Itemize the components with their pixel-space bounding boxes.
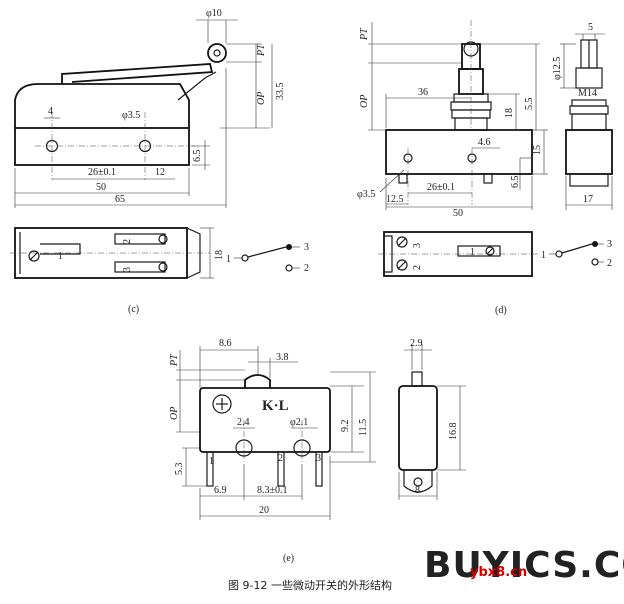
dim-d-m14: M14 [578,88,597,99]
dim-d-55: 5.5 [524,98,535,111]
lever-arm [61,63,214,84]
svg-text:3: 3 [316,453,321,464]
label-e: (e) [283,553,294,564]
svg-text:1: 1 [209,456,214,467]
switch-body-e [199,387,331,453]
dim-e-8: 8 [415,485,420,496]
dim-e-20: 20 [259,505,269,516]
dim-65: 65 [115,194,125,205]
dim-e-op: OP [169,407,180,420]
switch-cover [14,83,190,128]
dim-d-pt: PT [359,27,370,41]
label-d: (d) [495,305,507,316]
svg-text:2: 2 [278,453,283,464]
dim-e-24: 2.4 [237,417,250,428]
dim-e-86: 8.6 [219,338,232,349]
dim-d-5: 5 [588,22,593,33]
label-c: (c) [128,304,139,315]
diagram-c: φ10 PT OP 33.5 4 φ3.5 6.5 26±0.1 12 50 6… [10,8,309,315]
dim-4: 4 [48,106,53,117]
pin-2 [277,451,285,487]
dim-e-168: 16.8 [448,423,459,441]
dim-e-21: φ2.1 [290,417,308,428]
dim-d-op: OP [359,95,370,108]
roller [207,43,227,63]
dim-d-pitch: 26±0.1 [427,182,455,193]
dim-18: 18 [214,250,225,260]
dim-e-38: 3.8 [276,352,289,363]
dim-d-18: 18 [504,108,515,118]
dim-op: OP [256,92,267,105]
side-view-d: M14 5 φ12.5 17 [552,22,613,210]
dim-d-125dia: φ12.5 [552,57,563,80]
diagram-d: PT OP 36 18 5.5 4.6 15 6.5 φ3.5 26±0.1 1… [357,20,613,316]
dim-e-pt: PT [169,353,180,367]
dim-12: 12 [155,167,165,178]
svg-text:1: 1 [541,250,546,261]
dim-e-53: 5.3 [174,463,185,476]
terminal-c-3: 3 [122,267,133,272]
terminal-c-2: 2 [122,239,133,244]
dim-hole-dia: φ3.5 [122,110,140,121]
watermark: BUYICS.COM [424,545,624,586]
diagram-e: K·L 1 2 3 8.6 3.8 PT OP 9.2 11.5 [169,338,466,564]
dim-d-65: 6.5 [510,176,521,189]
dim-d-46: 4.6 [478,137,491,148]
terminal-d-2: 2 [412,265,423,270]
svg-text:3: 3 [607,239,612,250]
dim-d-15: 15 [532,145,543,155]
dim-50: 50 [96,182,106,193]
dim-e-pitch: 8.3±0.1 [257,485,288,496]
dim-pitch: 26±0.1 [88,167,116,178]
svg-text:1: 1 [226,254,231,265]
svg-text:2: 2 [607,258,612,269]
svg-text:3: 3 [304,242,309,253]
switch-symbol-d: 1 3 2 [541,239,612,269]
dim-d-50: 50 [453,208,463,219]
dim-pt: PT [256,43,267,57]
actuator-button [244,374,271,388]
dim-6-5: 6.5 [192,150,203,163]
dim-e-115: 11.5 [358,419,369,436]
pin-3 [315,451,323,487]
terminal-d-3: 3 [412,243,423,248]
dim-d-125: 12.5 [386,194,404,205]
dim-d-36: 36 [418,87,428,98]
logo-mark [212,394,232,414]
switch-body [14,127,190,166]
dim-e-69: 6.9 [214,485,227,496]
dim-roller-dia: φ10 [206,8,222,19]
dim-op-value: 33.5 [275,83,286,101]
dim-e-29: 2.9 [410,338,423,349]
pin-1 [206,451,214,487]
watermark-url: ybx8.cn [470,565,527,580]
side-view-e: 2.9 16.8 8 [398,338,466,500]
switch-symbol-c: 1 3 2 [226,242,309,274]
terminal-d-1: 1 [470,247,475,258]
terminal-c-1: 1 [58,251,63,262]
switch-body-d [385,129,533,175]
dim-e-92: 9.2 [340,420,351,433]
dim-d-hole: φ3.5 [357,189,375,200]
figure-caption: 图 9-12 一些微动开关的外形结构 [228,578,392,592]
dim-d-17: 17 [583,194,593,205]
brand-mark: K·L [262,398,289,414]
svg-text:2: 2 [304,263,309,274]
